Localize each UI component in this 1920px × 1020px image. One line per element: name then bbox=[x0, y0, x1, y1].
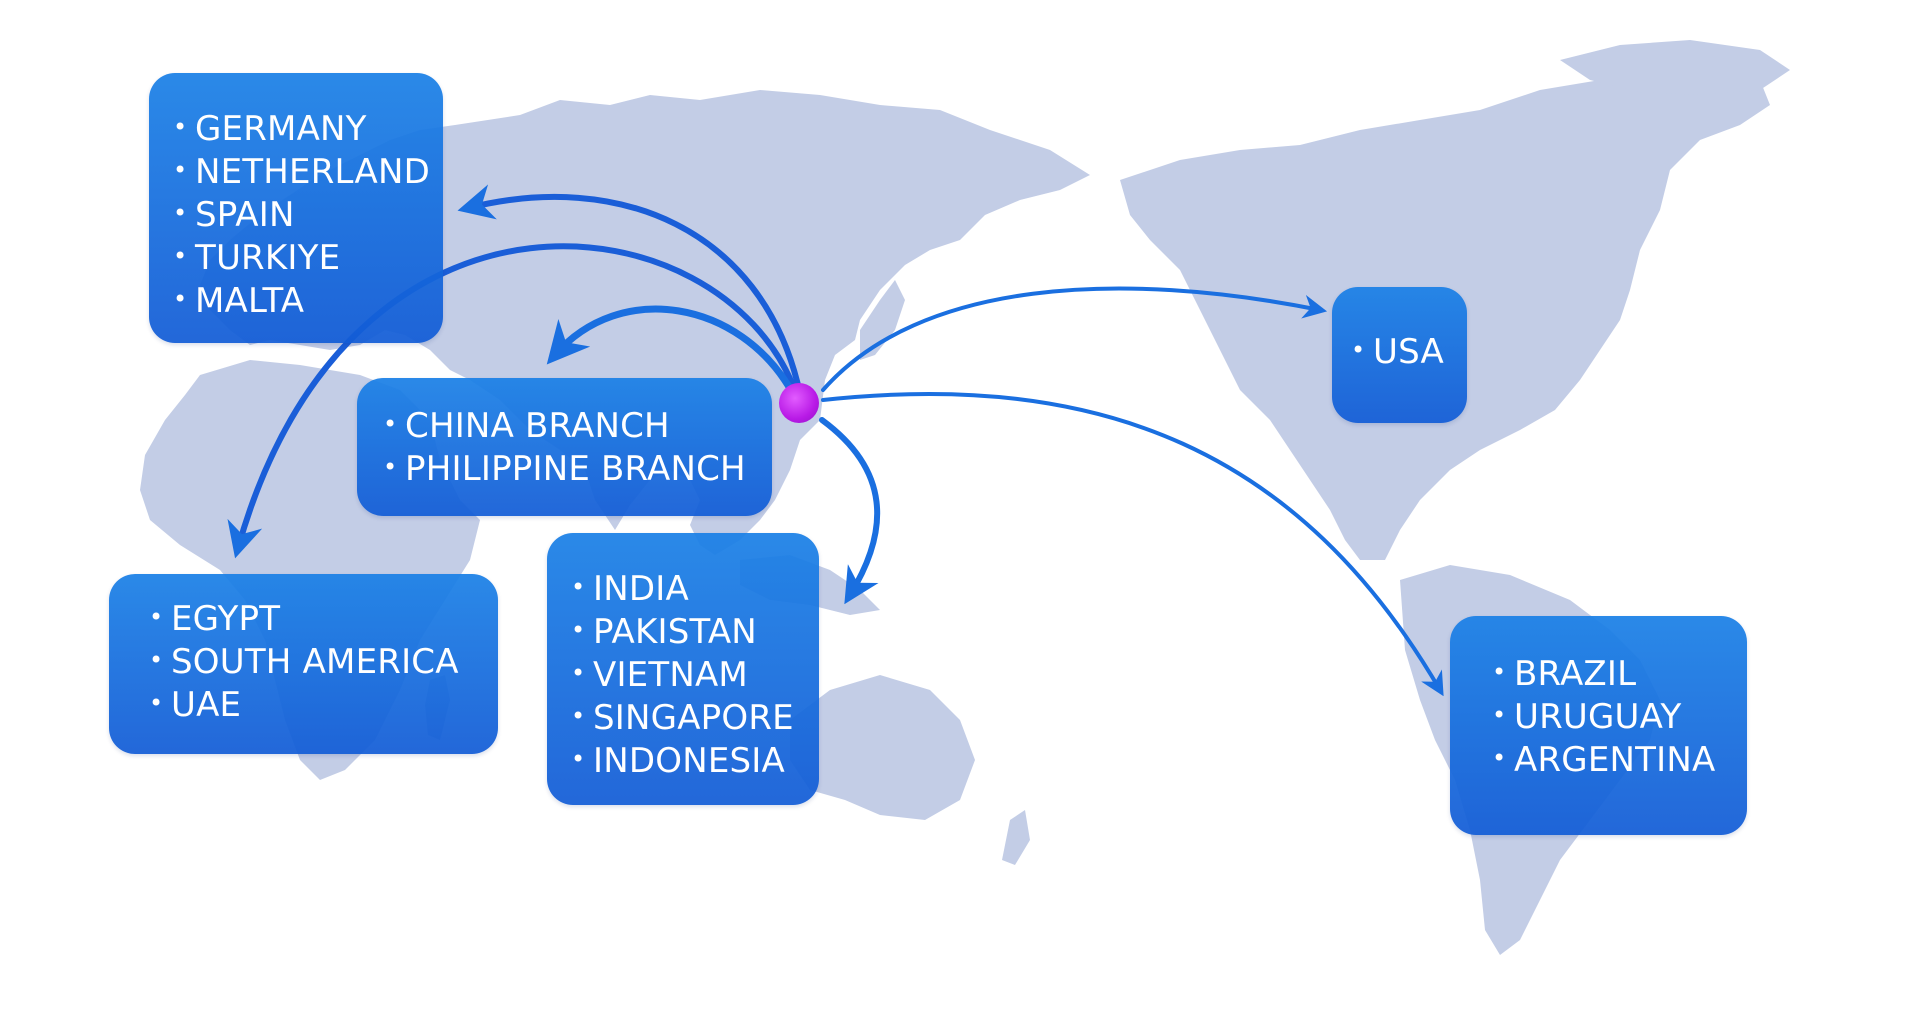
region-box-asia: CHINA BRANCH PHILIPPINE BRANCH bbox=[357, 378, 772, 516]
list-item: INDONESIA bbox=[571, 739, 819, 782]
list-item: NETHERLAND bbox=[173, 150, 443, 193]
region-box-africa: EGYPT SOUTH AMERICA UAE bbox=[109, 574, 498, 754]
region-list-seasia: INDIA PAKISTAN VIETNAM SINGAPORE INDONES… bbox=[571, 567, 819, 782]
list-item: EGYPT bbox=[149, 597, 498, 640]
route-arrow-seasia bbox=[819, 417, 881, 605]
list-item: SPAIN bbox=[173, 193, 443, 236]
region-box-europe: GERMANY NETHERLAND SPAIN TURKIYE MALTA bbox=[149, 73, 443, 343]
list-item: URUGUAY bbox=[1492, 695, 1747, 738]
landmass-greenland bbox=[1560, 40, 1790, 95]
landmass-new-zealand bbox=[1002, 810, 1030, 865]
route-arrow-europe bbox=[457, 184, 801, 388]
list-item: UAE bbox=[149, 683, 498, 726]
list-item: TURKIYE bbox=[173, 236, 443, 279]
landmass-japan bbox=[860, 280, 905, 360]
list-item: MALTA bbox=[173, 279, 443, 322]
region-list-europe: GERMANY NETHERLAND SPAIN TURKIYE MALTA bbox=[173, 107, 443, 322]
landmass-australia bbox=[790, 675, 975, 820]
region-box-seasia: INDIA PAKISTAN VIETNAM SINGAPORE INDONES… bbox=[547, 533, 819, 805]
region-list-latam: BRAZIL URUGUAY ARGENTINA bbox=[1492, 652, 1747, 781]
list-item: SINGAPORE bbox=[571, 696, 819, 739]
region-box-latam: BRAZIL URUGUAY ARGENTINA bbox=[1450, 616, 1747, 835]
list-item: USA bbox=[1351, 330, 1467, 373]
list-item: GERMANY bbox=[173, 107, 443, 150]
region-list-asia: CHINA BRANCH PHILIPPINE BRANCH bbox=[383, 404, 772, 490]
route-arrow-africa bbox=[227, 243, 797, 559]
list-item: INDIA bbox=[571, 567, 819, 610]
origin-marker bbox=[779, 383, 819, 423]
region-list-africa: EGYPT SOUTH AMERICA UAE bbox=[149, 597, 498, 726]
list-item: BRAZIL bbox=[1492, 652, 1747, 695]
route-arrow-usa bbox=[821, 286, 1328, 392]
region-list-usa: USA bbox=[1351, 330, 1467, 373]
list-item: PAKISTAN bbox=[571, 610, 819, 653]
route-arrows bbox=[227, 184, 1444, 697]
list-item: VIETNAM bbox=[571, 653, 819, 696]
list-item: SOUTH AMERICA bbox=[149, 640, 498, 683]
route-arrow-latam bbox=[821, 392, 1444, 697]
route-arrow-asia bbox=[546, 305, 796, 396]
list-item: CHINA BRANCH bbox=[383, 404, 772, 447]
region-box-usa: USA bbox=[1332, 287, 1467, 423]
list-item: PHILIPPINE BRANCH bbox=[383, 447, 772, 490]
list-item: ARGENTINA bbox=[1492, 738, 1747, 781]
